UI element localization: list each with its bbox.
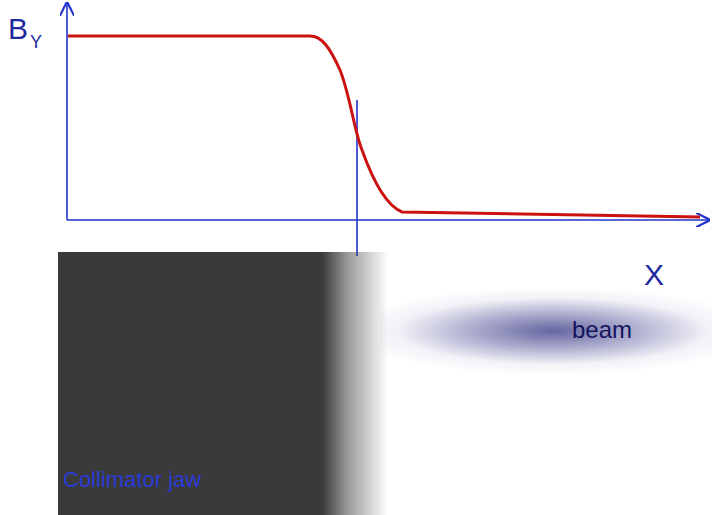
axis-label: B	[8, 12, 28, 45]
node-text: Collimator jaw	[63, 468, 201, 492]
jaw-edge-line	[356, 100, 358, 256]
axis-label: X	[644, 258, 664, 291]
collimator-jaw: Collimator jaw	[58, 252, 388, 515]
node-text: beam	[572, 317, 632, 343]
x-axis	[67, 219, 709, 221]
y-axis	[66, 3, 68, 220]
field-curve	[68, 36, 700, 217]
axis-subscript: Y	[30, 33, 42, 53]
beam: beam	[380, 285, 712, 377]
